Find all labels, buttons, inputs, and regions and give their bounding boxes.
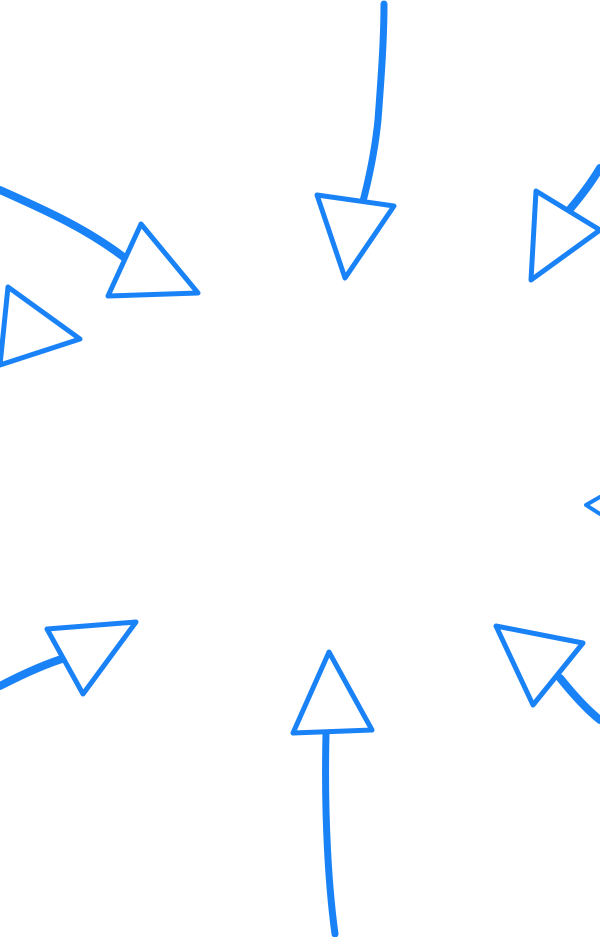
- arrow-right-left-icon: [584, 495, 600, 516]
- arrow-bottom-up-icon: [290, 649, 375, 937]
- arrow-bottom-left-upright-icon: [0, 619, 139, 697]
- arrow-top-down-icon: [314, 0, 397, 281]
- arrow-top-left-right-icon: [0, 186, 201, 299]
- arrow-top-right-downleft-icon: [528, 164, 600, 283]
- arrow-left-right-icon: [0, 284, 83, 368]
- arrow-bottom-right-upleft-icon: [493, 623, 600, 724]
